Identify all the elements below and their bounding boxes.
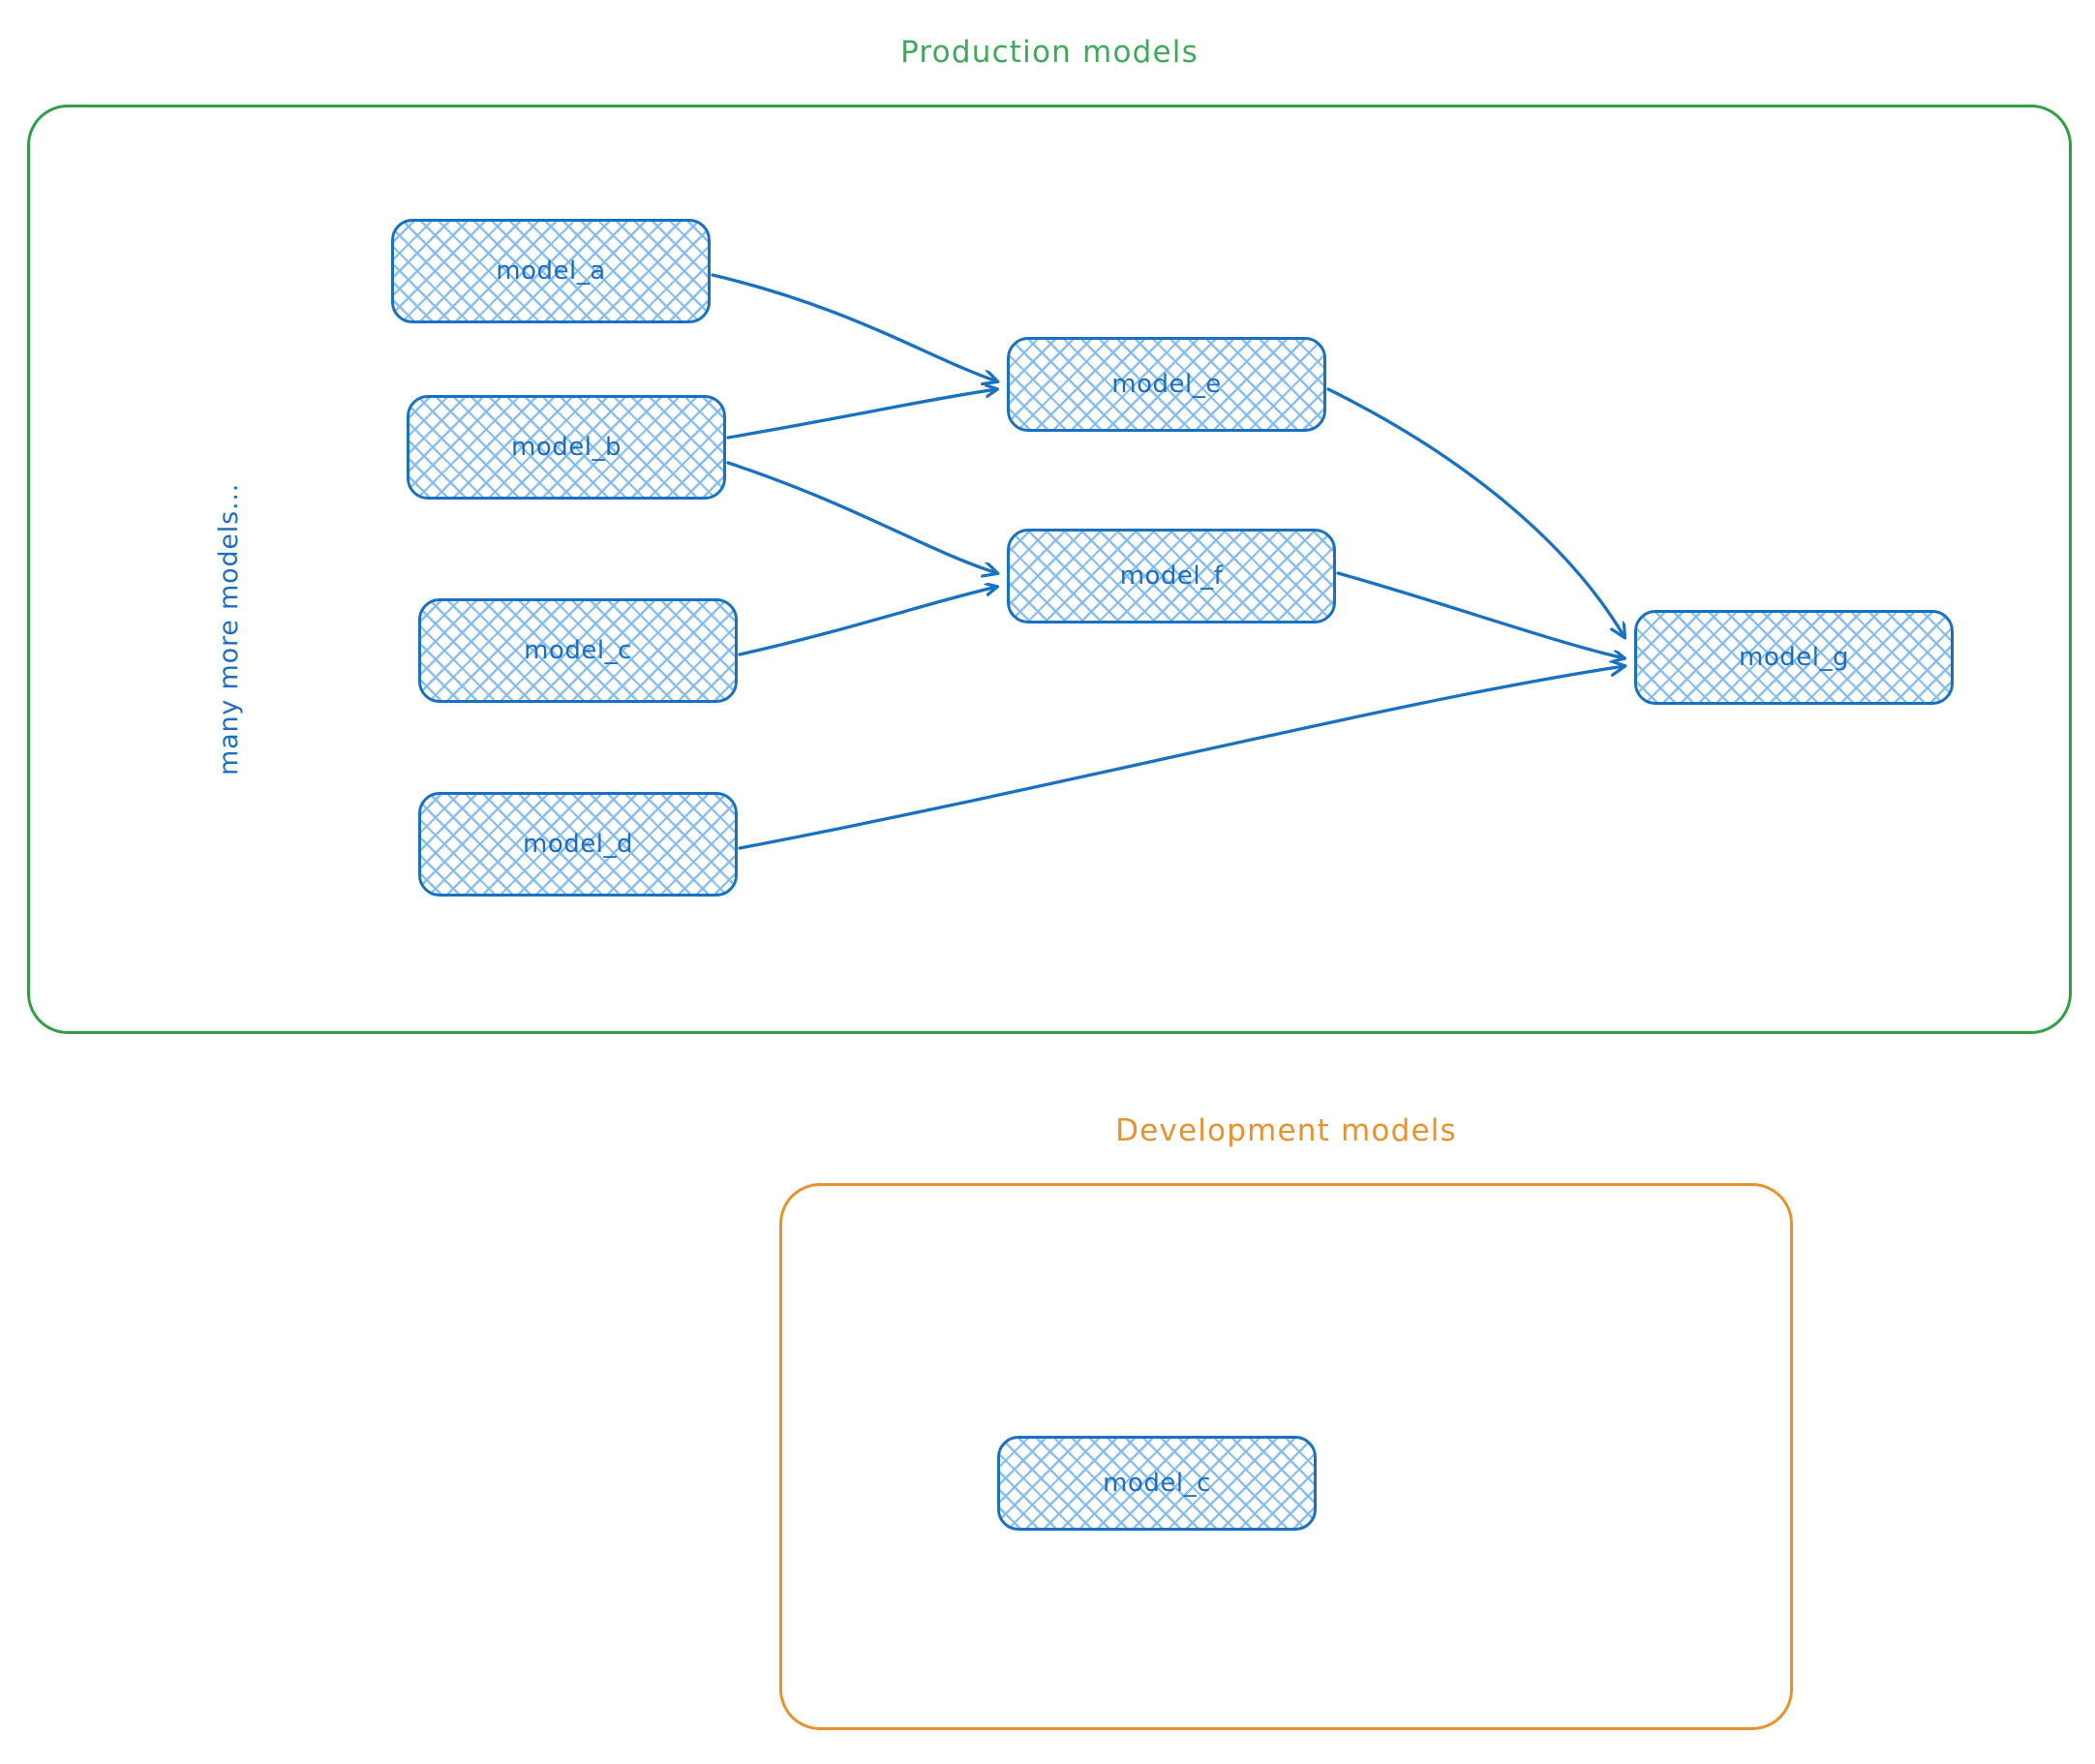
node-model_c[interactable]: model_c xyxy=(418,598,738,703)
node-model_f[interactable]: model_f xyxy=(1007,529,1336,623)
node-model_a-label: model_a xyxy=(496,257,606,286)
node-model_c-label: model_c xyxy=(524,636,632,665)
node-model_d-label: model_d xyxy=(523,830,633,859)
node-dev-model_c[interactable]: model_c xyxy=(997,1436,1317,1531)
node-dev-model_c-label: model_c xyxy=(1103,1469,1211,1498)
node-model_b-label: model_b xyxy=(511,433,622,462)
production-group-title: Production models xyxy=(900,35,1199,70)
node-model_e-label: model_e xyxy=(1111,370,1222,399)
node-model_d[interactable]: model_d xyxy=(418,792,738,897)
node-model_a[interactable]: model_a xyxy=(391,219,711,323)
production-group-box xyxy=(27,105,2072,1034)
node-model_f-label: model_f xyxy=(1119,562,1224,591)
node-model_g-label: model_g xyxy=(1739,643,1849,672)
node-model_e[interactable]: model_e xyxy=(1007,337,1326,432)
many-more-models-note: many more models... xyxy=(214,482,244,776)
development-group-title: Development models xyxy=(1115,1113,1457,1148)
node-model_g[interactable]: model_g xyxy=(1634,610,1954,705)
development-group-box xyxy=(779,1183,1793,1730)
node-model_b[interactable]: model_b xyxy=(407,395,726,500)
